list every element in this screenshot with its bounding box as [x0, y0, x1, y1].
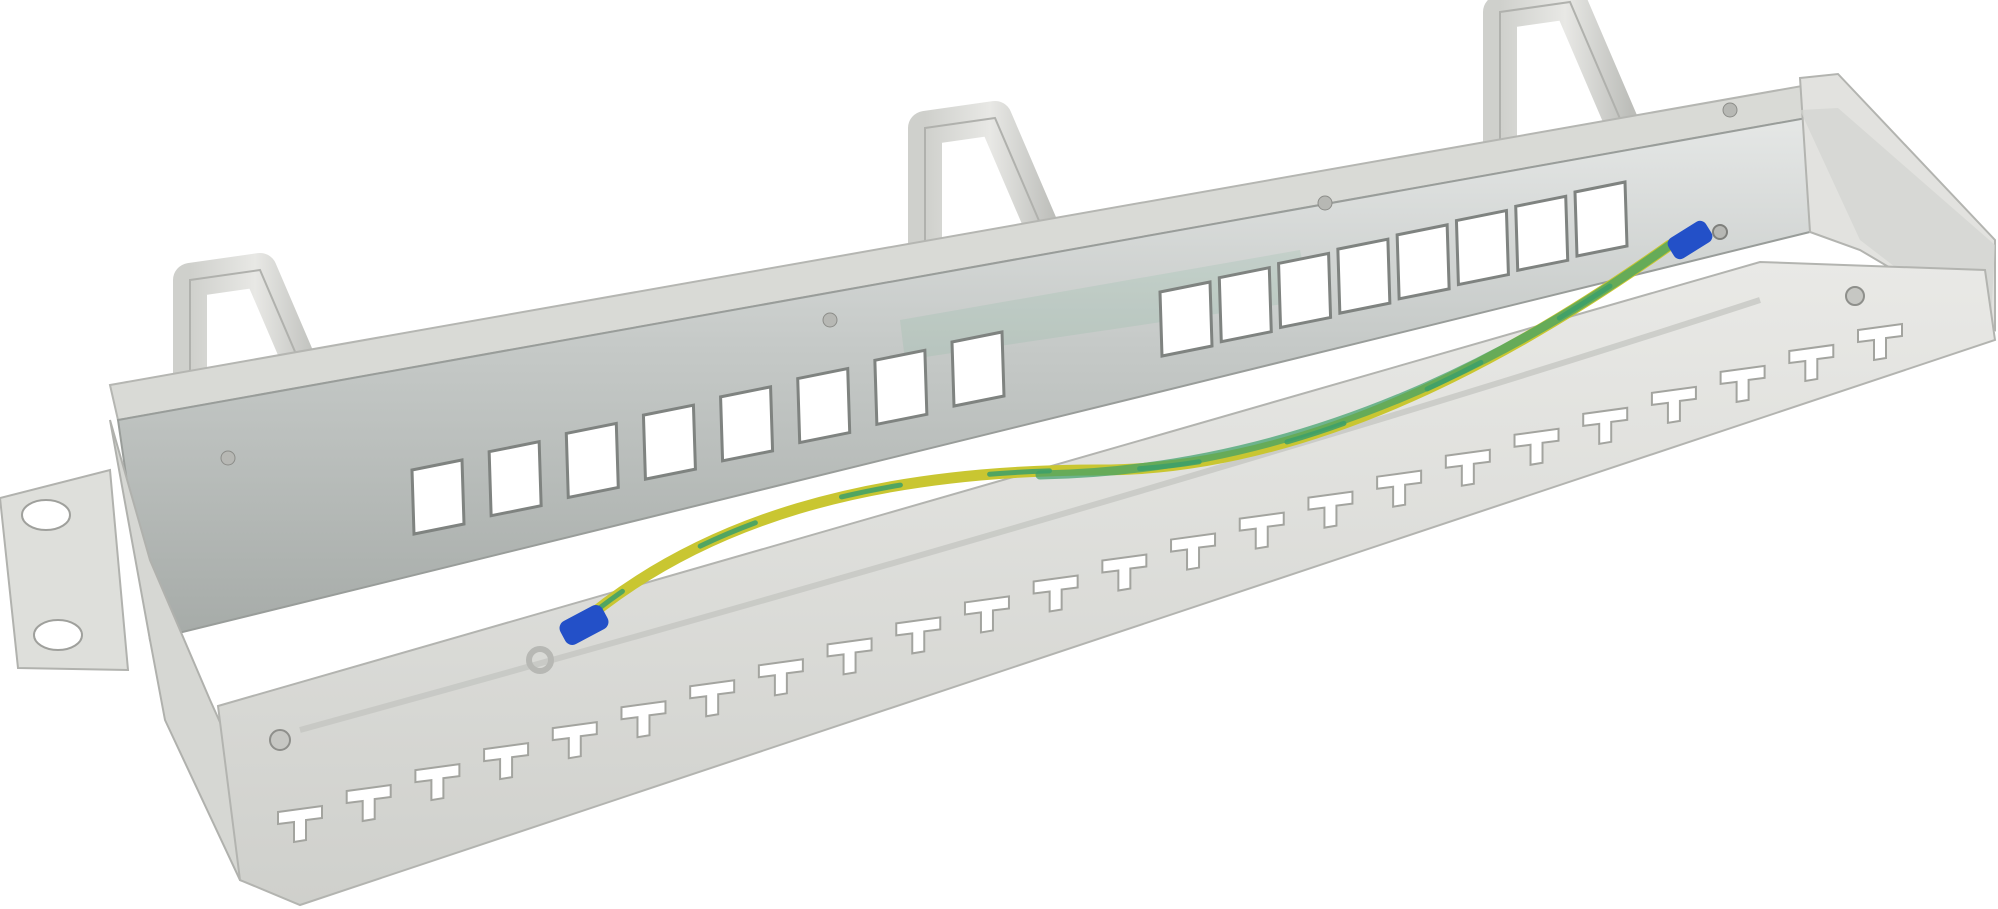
tie-slot	[1032, 574, 1079, 613]
tie-slot	[345, 783, 392, 823]
earth-wire	[569, 239, 1676, 634]
keystone-port	[873, 348, 929, 427]
keystone-port	[719, 385, 775, 463]
tray-inner-edge	[299, 297, 1761, 733]
tie-slot	[826, 637, 873, 676]
keystone-port	[1277, 251, 1333, 330]
tie-slot	[277, 804, 323, 844]
tie-slot	[483, 741, 530, 781]
keystone-port	[1336, 237, 1392, 315]
keystone-port	[1217, 265, 1273, 344]
tray-rivet	[1845, 286, 1865, 306]
cable-hook-outline	[1499, 0, 1631, 162]
cable-hooks	[173, 0, 1646, 430]
tie-slot	[551, 721, 598, 760]
screw	[1722, 102, 1738, 118]
keystone-port	[1573, 180, 1629, 258]
tie-slot	[963, 595, 1010, 634]
keystone-port	[487, 439, 543, 518]
tie-slot	[1650, 385, 1697, 425]
tie-slot	[414, 762, 461, 802]
cable-tray	[216, 260, 1997, 907]
tie-slot	[1170, 532, 1217, 571]
tie-slot	[689, 679, 736, 718]
tie-slot	[1307, 490, 1354, 529]
keystone-port	[1395, 223, 1451, 301]
tie-slot	[620, 700, 667, 739]
keystone-port	[410, 458, 466, 536]
screw	[822, 312, 838, 328]
tie-slot	[1376, 469, 1423, 508]
screw	[220, 450, 236, 466]
screw	[1317, 195, 1333, 211]
tie-slot	[757, 658, 804, 697]
keystone-ports	[410, 180, 1629, 536]
tie-slot	[1788, 343, 1835, 383]
keystone-port	[564, 421, 620, 500]
tie-slot	[1513, 427, 1560, 466]
tie-slot	[1444, 448, 1491, 487]
keystone-port	[641, 403, 697, 481]
keystone-port	[1454, 208, 1510, 287]
keystone-port	[950, 330, 1006, 408]
ring-terminal	[526, 605, 609, 674]
mounting-hole	[33, 619, 83, 651]
mounting-hole	[21, 499, 71, 531]
cable-hook-outline	[189, 268, 321, 430]
tie-slot	[1857, 322, 1903, 362]
fork-terminal	[1667, 220, 1728, 260]
tie-slot	[1582, 406, 1629, 446]
keystone-port	[1514, 194, 1570, 273]
tie-slot	[1719, 364, 1766, 404]
keystone-port	[1158, 280, 1214, 358]
tie-slot	[895, 616, 942, 655]
tie-slot	[1101, 553, 1148, 592]
cable-hook-outline	[924, 116, 1056, 278]
keystone-port	[796, 366, 852, 445]
tie-slot	[1238, 511, 1285, 550]
tray-rivet	[269, 729, 291, 751]
tie-slots	[277, 322, 1903, 844]
